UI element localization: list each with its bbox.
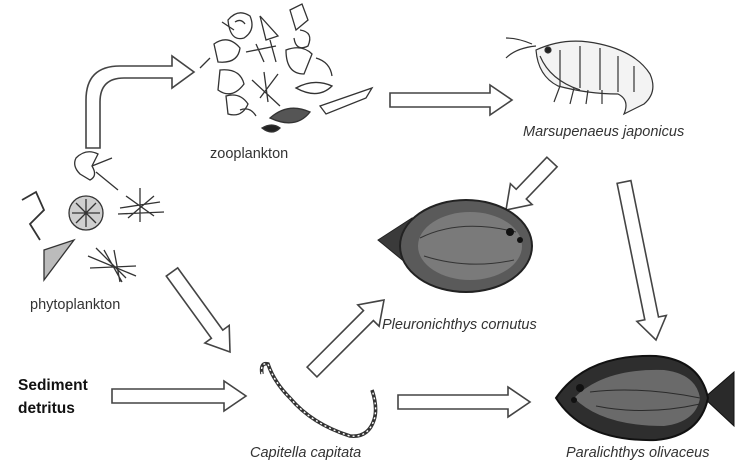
shrimp-label: Marsupenaeus japonicus <box>523 124 684 140</box>
sediment-label-line1: Sediment <box>18 377 88 395</box>
flounder-label: Pleuronichthys cornutus <box>382 317 537 333</box>
flatfish-label: Paralichthys olivaceus <box>566 445 709 461</box>
arrow-shrimp-to-flatfish <box>617 181 666 340</box>
phytoplankton-label: phytoplankton <box>30 297 120 313</box>
worm-label: Capitella capitata <box>250 445 361 461</box>
phytoplankton-illustration <box>22 152 164 282</box>
shrimp-illustration <box>506 38 653 114</box>
sediment-label-line2: detritus <box>18 400 75 418</box>
arrow-phytoplankton-to-zooplankton <box>86 56 194 148</box>
arrow-phytoplankton-to-worm <box>166 268 230 352</box>
arrow-shrimp-to-flounder <box>506 157 557 210</box>
arrow-sediment-to-worm <box>112 381 246 411</box>
large-flatfish-illustration <box>556 356 734 440</box>
arrow-zooplankton-to-shrimp <box>390 85 512 115</box>
zooplankton-illustration <box>200 4 372 132</box>
small-flounder-illustration <box>378 200 532 292</box>
arrows-layer <box>86 56 666 417</box>
arrow-worm-to-flatfish <box>398 387 530 417</box>
arrow-worm-to-flounder <box>307 300 384 377</box>
zooplankton-label: zooplankton <box>210 146 288 162</box>
